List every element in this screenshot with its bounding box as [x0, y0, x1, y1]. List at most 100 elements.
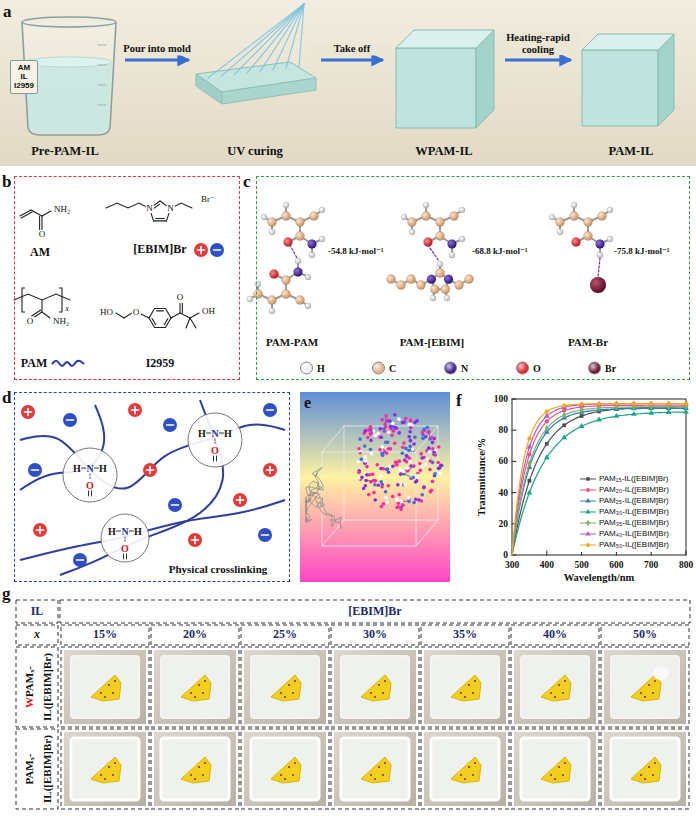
molecule-atom [386, 484, 390, 488]
data-marker [545, 410, 549, 414]
binding-energy: -54.8 kJ·mol⁻¹ [328, 247, 383, 257]
molecule-atom [385, 468, 389, 472]
leaf-dot [564, 762, 566, 764]
molecule-atom [413, 436, 417, 440]
molecule-atom [414, 497, 418, 501]
leaf-pattern [271, 675, 301, 701]
legend-text: PAM₂₀-IL([EBIM]Br) [599, 485, 669, 494]
simulation-snapshot [300, 392, 450, 582]
molecule-atom [382, 502, 386, 506]
molecule-atom [430, 488, 434, 492]
legend-entry: Br [588, 362, 616, 375]
dashed-cell [61, 729, 149, 809]
molecule-atom [420, 465, 424, 469]
legend-marker [586, 519, 590, 525]
molecule-atom [359, 457, 363, 461]
leaf-dot [558, 684, 560, 686]
atom-ball [270, 270, 279, 279]
model-name: PAM-Br [568, 336, 608, 348]
molecule-atom [399, 499, 403, 503]
data-marker [545, 425, 549, 432]
compound-name: AM [30, 246, 50, 259]
atom-ball [597, 252, 603, 258]
uv-ray [260, 4, 304, 72]
leaf-dot [198, 766, 200, 768]
process-stage: WPAM-IL [386, 2, 502, 164]
binding-energy: -68.8 kJ·mol⁻¹ [472, 247, 527, 257]
chemical-structures [14, 201, 224, 366]
tick-label: 40 [499, 487, 509, 497]
bond-line [186, 318, 190, 328]
axis-tick [512, 399, 516, 400]
leaf-dot [644, 778, 646, 780]
molecule-atom [426, 457, 430, 461]
atom-ball [437, 261, 443, 267]
data-marker [614, 400, 620, 405]
atom-swatch [588, 362, 601, 375]
component-list: AM IL I2959 [14, 63, 34, 91]
leaf-dot [108, 766, 110, 768]
molecule-atom [405, 455, 409, 459]
molecule-atom [391, 422, 395, 426]
molecule-atom [387, 470, 391, 474]
hydrogen-bond-circle: HNHO [100, 513, 150, 563]
charge-sign [262, 534, 269, 536]
molecule-atom [389, 425, 393, 429]
legend-text: Br [605, 363, 616, 374]
molecule-atom [403, 483, 407, 487]
data-marker [562, 423, 566, 427]
legend-text: PAM₂₅-IL([EBIM]Br) [599, 496, 669, 505]
circle-outline [187, 412, 243, 468]
legend-line-sample [580, 541, 596, 549]
atom-ball [269, 308, 275, 314]
hydrogen-bond [290, 245, 297, 258]
leaf-dot [652, 774, 654, 776]
atom-ball [436, 269, 445, 278]
atom-ball [268, 218, 277, 227]
legend-entry: PAM₅₀-IL([EBIM]Br) [580, 539, 684, 550]
charge-sign [269, 467, 271, 474]
leaf-dot [280, 692, 282, 694]
legend-text: O [533, 363, 541, 374]
data-marker [614, 413, 620, 418]
bond-line [21, 212, 32, 218]
molecule-atom [391, 464, 395, 468]
data-marker [648, 400, 654, 405]
data-marker [579, 401, 585, 406]
leaf-dot [198, 684, 200, 686]
data-marker [545, 419, 549, 423]
leaf-dot [202, 774, 204, 776]
leaf-dot [202, 692, 204, 694]
atom-ball [282, 290, 291, 299]
bond-line [41, 216, 42, 230]
leaf-dot [190, 692, 192, 694]
gel-sample [161, 738, 229, 800]
network-illustration [20, 400, 285, 575]
transmittance-chart [512, 399, 689, 555]
compound-name: [EBIM]Br [133, 243, 186, 256]
molecule-atom [385, 501, 389, 505]
leaf-dot [114, 680, 116, 682]
molecule-atom [387, 431, 391, 435]
chart-legend: PAM₁₅-IL([EBIM]Br)PAM₂₀-IL([EBIM]Br)PAM₂… [578, 471, 684, 552]
leaf-dot [468, 684, 470, 686]
transmittance-curve [512, 408, 686, 555]
dashed-cell [511, 729, 599, 809]
molecule-atom [411, 475, 415, 479]
dashed-cell [421, 647, 509, 727]
molecule-atom [396, 483, 400, 487]
molecule-atom [370, 452, 374, 456]
data-marker [632, 402, 636, 406]
row-label-block: WPAMₓ-IL([EBIM]Br) [19, 648, 56, 726]
molecule-atom [385, 451, 389, 455]
bond-line [171, 313, 180, 318]
bond-line [179, 302, 180, 313]
data-marker [649, 402, 653, 406]
binding-energy-panel: PAM-PAMPAM-[EBIM]PAM-Br-54.8 kJ·mol⁻¹-68… [256, 176, 690, 380]
molecule-atom [392, 429, 396, 433]
molecule-atom [371, 472, 375, 476]
molecule-atom [431, 447, 435, 451]
legend-marker [585, 508, 590, 513]
atom-ball [268, 296, 277, 305]
